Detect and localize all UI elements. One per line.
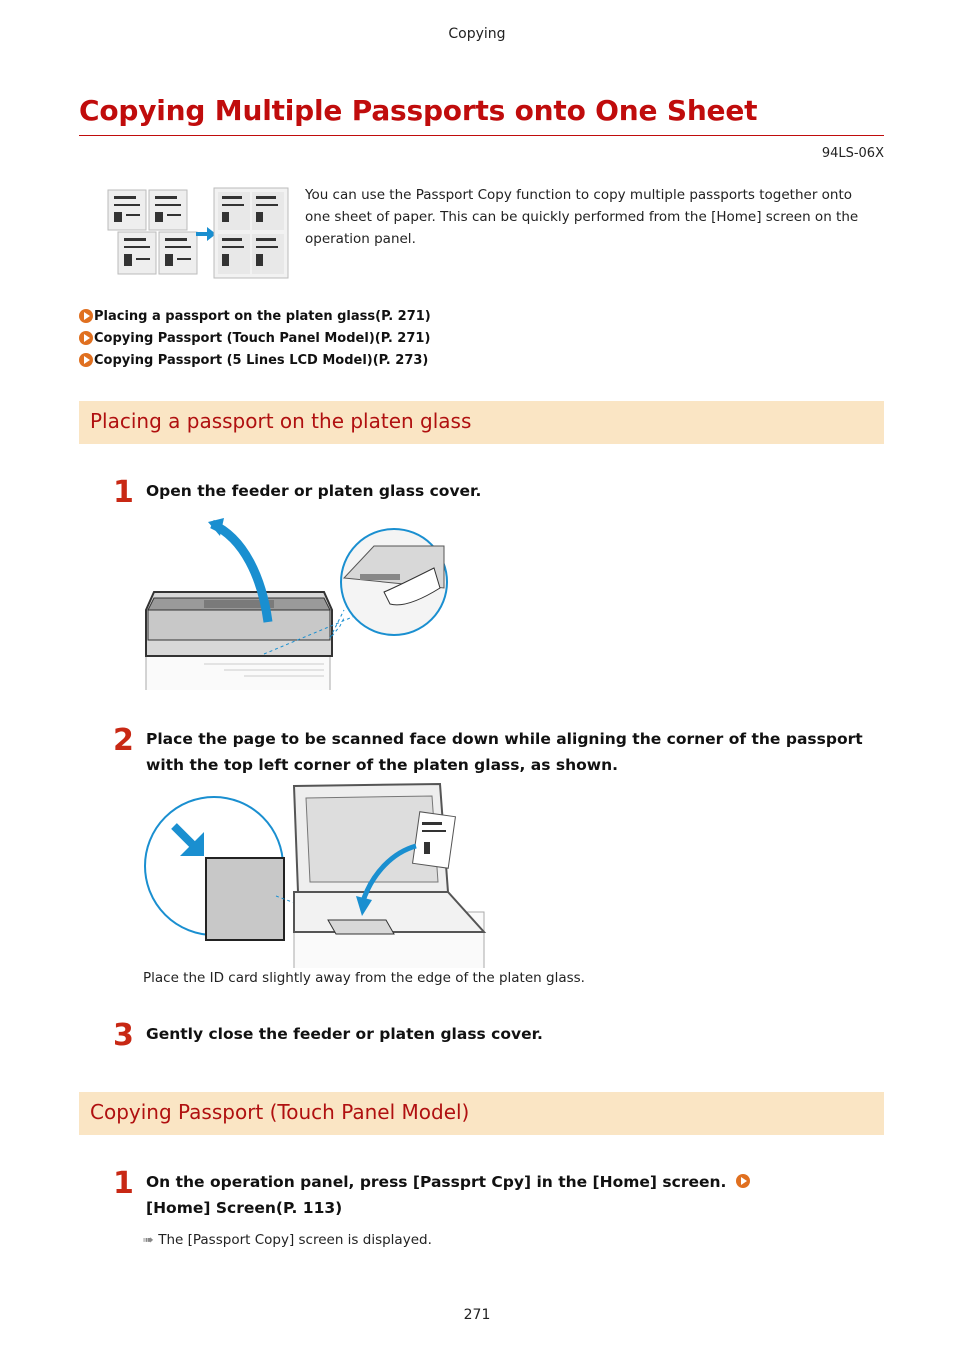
section-heading-touch-panel: Copying Passport (Touch Panel Model)	[79, 1092, 884, 1135]
document-id: 94LS-06X	[821, 146, 884, 161]
arrow-circle-icon	[735, 1174, 750, 1188]
step-note: Place the ID card slightly away from the…	[143, 970, 585, 986]
step-text: Open the feeder or platen glass cover.	[146, 482, 482, 500]
step-number: 1	[113, 1166, 134, 1201]
step-text: Gently close the feeder or platen glass …	[146, 1025, 543, 1043]
title-rule	[79, 135, 884, 136]
step-text: On the operation panel, press [Passprt C…	[146, 1169, 806, 1221]
step-number: 2	[113, 723, 134, 758]
link-touch-panel[interactable]: Copying Passport (Touch Panel Model)(P. …	[79, 327, 431, 349]
intro-paragraph: You can use the Passport Copy function t…	[305, 187, 859, 247]
section-heading-platen-glass: Placing a passport on the platen glass	[79, 401, 884, 444]
page-number: 271	[463, 1307, 491, 1323]
open-cover-illustration	[145, 518, 448, 690]
running-header: Copying	[448, 26, 506, 42]
home-screen-link[interactable]: [Home] Screen(P. 113)	[146, 1199, 343, 1217]
section-links: Placing a passport on the platen glass(P…	[79, 305, 431, 371]
place-passport-illustration	[144, 782, 487, 968]
step-text: Place the page to be scanned face down w…	[146, 730, 863, 774]
arrow-circle-icon	[79, 309, 93, 323]
arrow-circle-icon	[79, 353, 93, 367]
result-arrow-icon: ➠	[143, 1233, 154, 1248]
link-lcd-model[interactable]: Copying Passport (5 Lines LCD Model)(P. …	[79, 349, 431, 371]
link-platen-glass[interactable]: Placing a passport on the platen glass(P…	[79, 305, 431, 327]
passport-copy-illustration	[107, 187, 289, 279]
step-number: 1	[113, 475, 134, 510]
page-title: Copying Multiple Passports onto One Shee…	[79, 94, 758, 127]
arrow-circle-icon	[79, 331, 93, 345]
step-number: 3	[113, 1018, 134, 1053]
step-result: ➠ The [Passport Copy] screen is displaye…	[143, 1232, 432, 1248]
